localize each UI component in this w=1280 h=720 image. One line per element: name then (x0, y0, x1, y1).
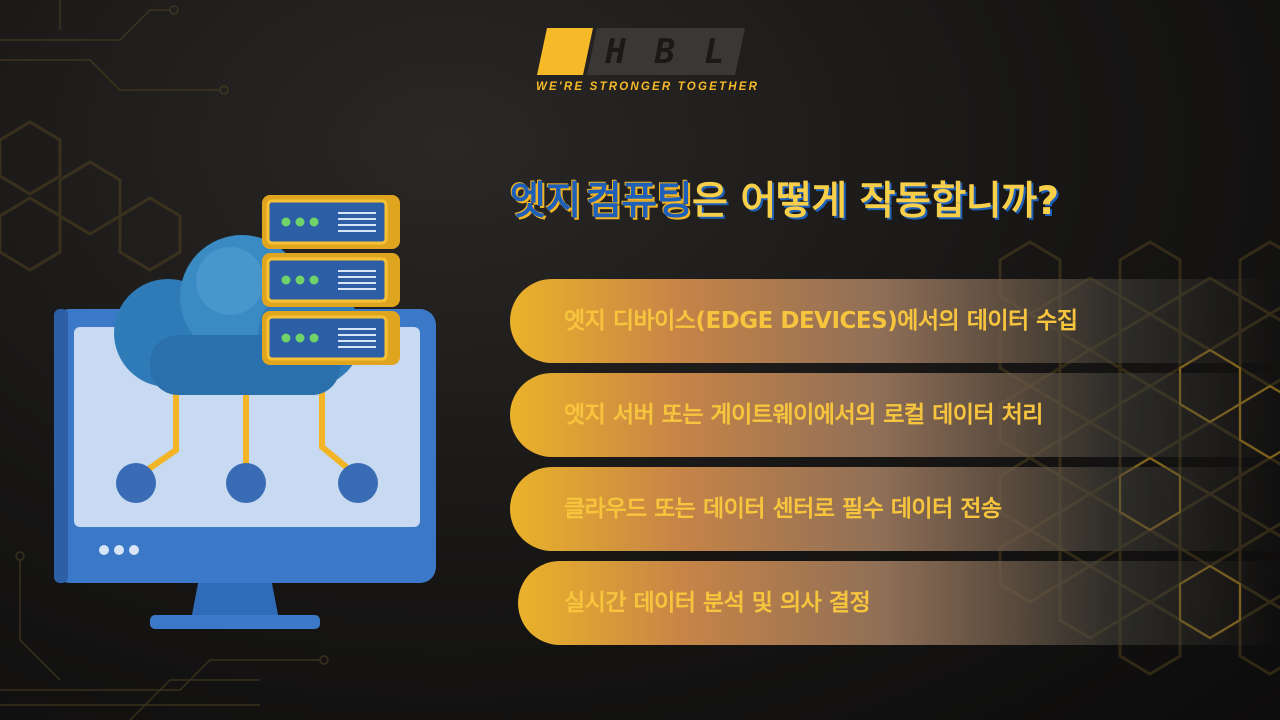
connector-line (137, 387, 179, 478)
step-item: 엣지 서버 또는 게이트웨이에서의 로컬 데이터 처리 (510, 373, 1280, 457)
monitor-stand (190, 573, 280, 625)
step-label: 엣지 서버 또는 게이트웨이에서의 로컬 데이터 처리 (564, 402, 1043, 428)
logo-tagline: We're stronger together (536, 81, 760, 93)
monitor-dot (129, 545, 139, 555)
logo-letter-b: B (654, 31, 678, 72)
logo-letters: H B L (592, 28, 740, 75)
node-icon (116, 463, 156, 503)
title-part-rest: 은 어떻게 작동합니까? (691, 179, 1059, 224)
connector-line (319, 387, 359, 478)
step-item: 실시간 데이터 분석 및 의사 결정 (518, 561, 1280, 645)
logo-letter-l: L (704, 31, 727, 72)
node-icon (226, 463, 266, 503)
hbl-logo: H B L We're stronger together (536, 28, 757, 98)
title-part-computing: 컴퓨팅 (585, 179, 693, 224)
node-icon (338, 463, 378, 503)
logo-yellow-block (537, 28, 593, 75)
title-part-edge: 엣지 (510, 179, 581, 224)
step-label: 엣지 디바이스(EDGE DEVICES)에서의 데이터 수집 (564, 308, 1078, 334)
step-label: 실시간 데이터 분석 및 의사 결정 (564, 590, 871, 616)
logo-letter-h: H (605, 31, 628, 72)
monitor-dot (114, 545, 124, 555)
monitor-frame-shade (54, 309, 68, 583)
cloud-server-monitor-icon (54, 195, 436, 629)
page-title: 엣지 컴퓨팅은 어떻게 작동합니까? (510, 170, 1059, 226)
monitor-dot (99, 545, 109, 555)
server-stack-icon (262, 195, 400, 365)
monitor-base (150, 615, 320, 629)
step-item: 엣지 디바이스(EDGE DEVICES)에서의 데이터 수집 (510, 279, 1280, 363)
step-label: 클라우드 또는 데이터 센터로 필수 데이터 전송 (564, 496, 1002, 522)
step-item: 클라우드 또는 데이터 센터로 필수 데이터 전송 (510, 467, 1280, 551)
